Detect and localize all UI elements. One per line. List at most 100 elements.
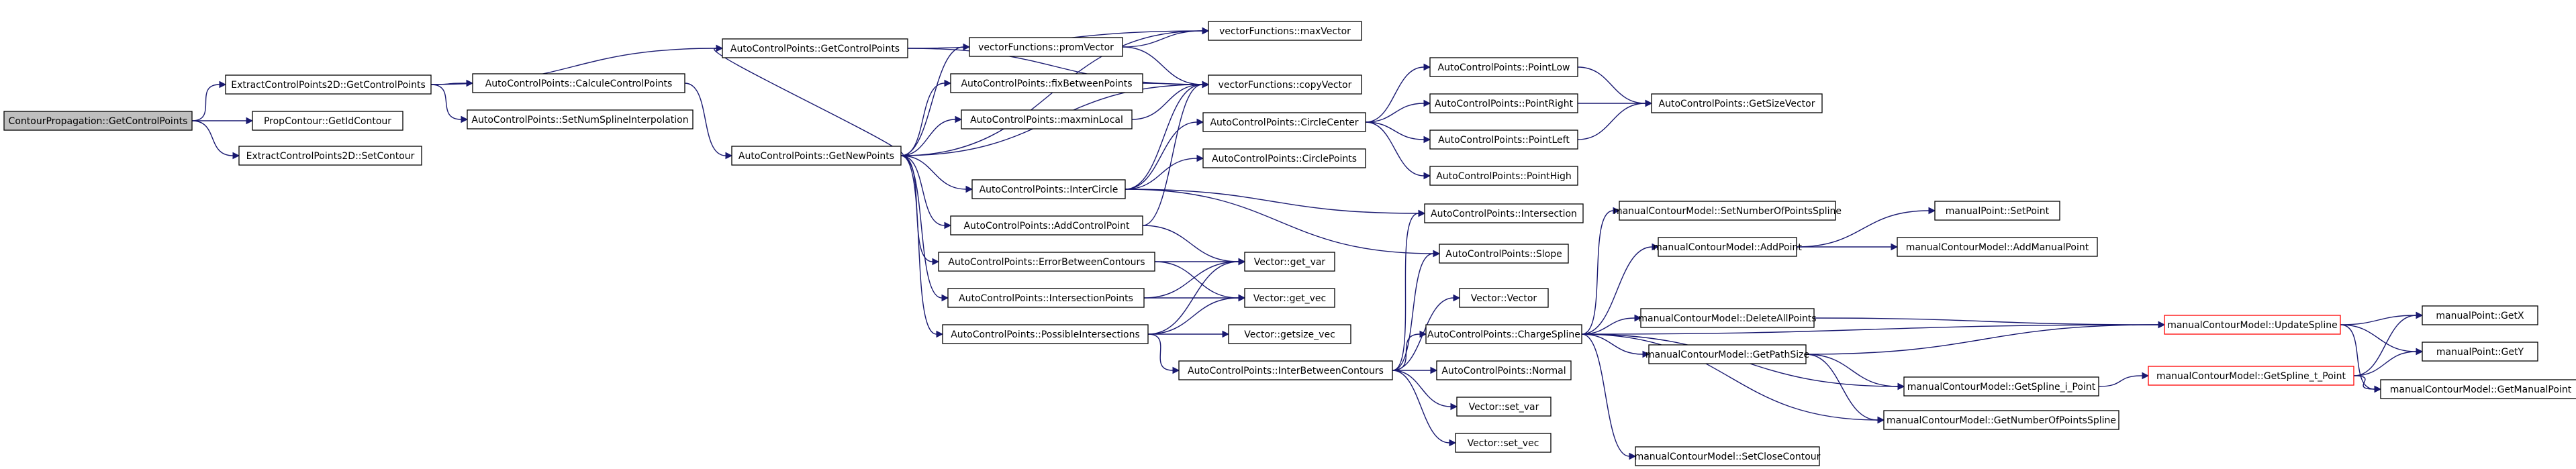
node-manualcontourmodel-setnumberofpointsspline[interactable]: manualContourModel::SetNumberOfPointsSpl…	[1613, 201, 1842, 221]
node-vector-getsize-vec[interactable]: Vector::getsize_vec	[1228, 324, 1351, 344]
node-manualpoint-setpoint[interactable]: manualPoint::SetPoint	[1934, 201, 2060, 221]
node-autocontrolpoints-chargespline[interactable]: AutoControlPoints::ChargeSpline	[1425, 324, 1582, 344]
node-box[interactable]	[1640, 308, 1815, 328]
node-box[interactable]	[1903, 376, 2099, 397]
node-vectorfunctions-copyvector[interactable]: vectorFunctions::copyVector	[1208, 74, 1362, 95]
node-box[interactable]	[1658, 237, 1797, 257]
node-manualcontourmodel-addmanualpoint[interactable]: manualContourModel::AddManualPoint	[1897, 237, 2098, 257]
node-autocontrolpoints-addcontrolpoint[interactable]: AutoControlPoints::AddControlPoint	[950, 215, 1143, 236]
node-autocontrolpoints-circlecenter[interactable]: AutoControlPoints::CircleCenter	[1202, 112, 1366, 132]
node-box[interactable]	[1424, 203, 1584, 223]
node-box[interactable]	[950, 215, 1143, 236]
node-box[interactable]	[1455, 433, 1552, 453]
node-manualcontourmodel-updatespline[interactable]: manualContourModel::UpdateSpline	[2164, 315, 2341, 335]
node-box[interactable]	[472, 73, 685, 93]
node-box[interactable]	[1202, 148, 1366, 168]
node-autocontrolpoints-getcontrolpoints[interactable]: AutoControlPoints::GetControlPoints	[722, 38, 908, 58]
node-box[interactable]	[971, 179, 1126, 199]
node-vectorfunctions-maxvector[interactable]: vectorFunctions::maxVector	[1208, 21, 1362, 41]
node-autocontrolpoints-getsizevector[interactable]: AutoControlPoints::GetSizeVector	[1651, 93, 1823, 113]
node-box[interactable]	[2422, 305, 2538, 325]
node-vector-set-var[interactable]: Vector::set_var	[1456, 397, 1552, 417]
node-vector-get-var[interactable]: Vector::get_var	[1244, 252, 1335, 272]
node-box[interactable]	[731, 146, 902, 166]
node-box[interactable]	[1436, 360, 1572, 380]
node-manualpoint-getx[interactable]: manualPoint::GetX	[2422, 305, 2538, 325]
node-autocontrolpoints-normal[interactable]: AutoControlPoints::Normal	[1436, 360, 1572, 380]
node-box[interactable]	[1456, 397, 1552, 417]
node-box[interactable]	[1244, 288, 1335, 308]
node-box[interactable]	[3, 111, 193, 131]
node-box[interactable]	[947, 288, 1145, 308]
node-box[interactable]	[1244, 252, 1335, 272]
node-autocontrolpoints-slope[interactable]: AutoControlPoints::Slope	[1439, 244, 1569, 264]
node-manualcontourmodel-getmanualpoint[interactable]: manualContourModel::GetManualPoint	[2380, 379, 2576, 399]
node-box[interactable]	[950, 73, 1143, 93]
node-box[interactable]	[238, 146, 422, 166]
node-box[interactable]	[1178, 360, 1393, 380]
node-box[interactable]	[1425, 324, 1582, 344]
node-autocontrolpoints-interbetweencontours[interactable]: AutoControlPoints::InterBetweenContours	[1178, 360, 1393, 380]
node-box[interactable]	[1883, 410, 2119, 430]
node-autocontrolpoints-pointlow[interactable]: AutoControlPoints::PointLow	[1429, 57, 1578, 77]
node-autocontrolpoints-pointhigh[interactable]: AutoControlPoints::PointHigh	[1429, 166, 1578, 186]
node-vector-get-vec[interactable]: Vector::get_vec	[1244, 288, 1335, 308]
node-vector-set-vec[interactable]: Vector::set_vec	[1455, 433, 1552, 453]
node-autocontrolpoints-calculecontrolpoints[interactable]: AutoControlPoints::CalculeControlPoints	[472, 73, 685, 93]
node-manualcontourmodel-deleteallpoints[interactable]: manualContourModel::DeleteAllPoints	[1638, 308, 1817, 328]
node-box[interactable]	[969, 37, 1123, 57]
node-box[interactable]	[1459, 288, 1549, 308]
node-manualcontourmodel-getspline-t-point[interactable]: manualContourModel::GetSpline_t_Point	[2148, 366, 2354, 386]
node-box[interactable]	[1202, 112, 1366, 132]
node-vectorfunctions-promvector[interactable]: vectorFunctions::promVector	[969, 37, 1123, 57]
node-manualpoint-gety[interactable]: manualPoint::GetY	[2422, 342, 2538, 362]
node-box[interactable]	[225, 74, 432, 95]
node-autocontrolpoints-intercircle[interactable]: AutoControlPoints::InterCircle	[971, 179, 1126, 199]
node-box[interactable]	[1635, 446, 1820, 466]
node-extractcontrolpoints2d-setcontour[interactable]: ExtractControlPoints2D::SetContour	[238, 146, 422, 166]
node-box[interactable]	[961, 109, 1133, 129]
node-box[interactable]	[2422, 342, 2538, 362]
node-manualcontourmodel-getnumberofpointsspline[interactable]: manualContourModel::GetNumberOfPointsSpl…	[1883, 410, 2119, 430]
node-box[interactable]	[1648, 344, 1807, 364]
node-autocontrolpoints-possibleintersections[interactable]: AutoControlPoints::PossibleIntersections	[942, 324, 1149, 344]
node-box[interactable]	[1429, 166, 1578, 186]
node-manualcontourmodel-addpoint[interactable]: manualContourModel::AddPoint	[1653, 237, 1802, 257]
node-box[interactable]	[1439, 244, 1569, 264]
node-box[interactable]	[1429, 57, 1578, 77]
node-autocontrolpoints-circlepoints[interactable]: AutoControlPoints::CirclePoints	[1202, 148, 1366, 168]
node-box[interactable]	[1208, 21, 1362, 41]
node-manualcontourmodel-getpathsize[interactable]: manualContourModel::GetPathSize	[1645, 344, 1809, 364]
node-manualcontourmodel-setclosecontour[interactable]: manualContourModel::SetCloseContour	[1635, 446, 1821, 466]
node-box[interactable]	[1619, 201, 1836, 221]
node-box[interactable]	[938, 252, 1155, 272]
node-manualcontourmodel-getspline-i-point[interactable]: manualContourModel::GetSpline_i_Point	[1903, 376, 2099, 397]
node-box[interactable]	[722, 38, 908, 58]
node-box[interactable]	[1208, 74, 1362, 95]
node-autocontrolpoints-pointleft[interactable]: AutoControlPoints::PointLeft	[1429, 129, 1578, 150]
node-autocontrolpoints-intersectionpoints[interactable]: AutoControlPoints::IntersectionPoints	[947, 288, 1145, 308]
node-box[interactable]	[1429, 129, 1578, 150]
node-box[interactable]	[2380, 379, 2576, 399]
node-box[interactable]	[1651, 93, 1823, 113]
node-contourpropagation-getcontrolpoints[interactable]: ContourPropagation::GetControlPoints	[3, 111, 193, 131]
node-box[interactable]	[2164, 315, 2341, 335]
node-autocontrolpoints-intersection[interactable]: AutoControlPoints::Intersection	[1424, 203, 1584, 223]
node-box[interactable]	[1934, 201, 2060, 221]
node-box[interactable]	[1897, 237, 2098, 257]
node-propcontour-getidcontour[interactable]: PropContour::GetIdContour	[252, 111, 403, 131]
node-box[interactable]	[1429, 93, 1578, 113]
node-box[interactable]	[942, 324, 1149, 344]
node-extractcontrolpoints2d-getcontrolpoints[interactable]: ExtractControlPoints2D::GetControlPoints	[225, 74, 432, 95]
node-box[interactable]	[467, 109, 694, 129]
node-autocontrolpoints-maxminlocal[interactable]: AutoControlPoints::maxminLocal	[961, 109, 1133, 129]
node-autocontrolpoints-fixbetweenpoints[interactable]: AutoControlPoints::fixBetweenPoints	[950, 73, 1143, 93]
node-box[interactable]	[1228, 324, 1351, 344]
node-autocontrolpoints-setnumsplineinterpolation[interactable]: AutoControlPoints::SetNumSplineInterpola…	[467, 109, 694, 129]
node-autocontrolpoints-pointright[interactable]: AutoControlPoints::PointRight	[1429, 93, 1578, 113]
node-box[interactable]	[2148, 366, 2354, 386]
node-vector-vector[interactable]: Vector::Vector	[1459, 288, 1549, 308]
node-autocontrolpoints-errorbetweencontours[interactable]: AutoControlPoints::ErrorBetweenContours	[938, 252, 1155, 272]
node-box[interactable]	[252, 111, 403, 131]
node-autocontrolpoints-getnewpoints[interactable]: AutoControlPoints::GetNewPoints	[731, 146, 902, 166]
